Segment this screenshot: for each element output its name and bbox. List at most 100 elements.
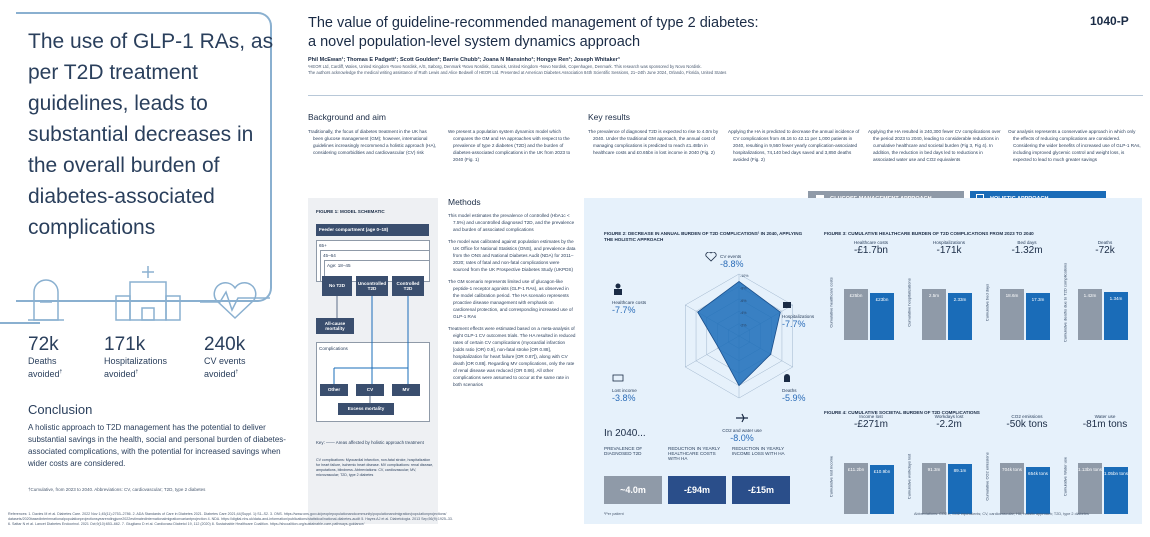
radar-ring-label: -4% xyxy=(740,311,747,315)
fig3-bar-gm: 18.6m xyxy=(1000,289,1024,340)
bullet: Applying the HA resulted in 240,300 fewe… xyxy=(868,129,1001,162)
fig4-bar-label: £11.2bn xyxy=(847,467,865,473)
fig1-notes: CV complications: Myocardial infarction,… xyxy=(316,458,434,477)
fig3-bar-label: 2.33m xyxy=(953,296,967,302)
stat-value: 72k xyxy=(28,334,59,355)
fig4-bar-label: 704k tons xyxy=(1002,467,1022,473)
fig3-bar-gm: £25bn xyxy=(844,289,868,340)
fig4-bar-label: 91.3m xyxy=(927,467,941,473)
poster-code: 1040-P xyxy=(1090,14,1129,28)
box-excess-mortality: Excess mortality xyxy=(338,403,394,415)
fig4-delta: -2.2m xyxy=(936,419,962,430)
fig3-name: Bed days xyxy=(1017,240,1037,245)
radar-label-healthcare: Healthcare costs -7.7% xyxy=(612,282,646,315)
fig3-bar-ha: 2.33m xyxy=(948,292,972,340)
fig3-header: Healthcare costs-£1.7bn xyxy=(844,240,898,256)
summary-value-prevalence: ~4.0m xyxy=(604,476,662,504)
fig3-bar-ha: 17.3m xyxy=(1026,292,1050,340)
bullet: The model was calibrated against populat… xyxy=(448,239,576,272)
fig4-bar-label: 1.05bn tons xyxy=(1104,470,1129,476)
fig3-header: Hospitalizations-171k xyxy=(922,240,976,256)
summary-label-prevalence: PREVALENCE OF DIAGNOSED T2D xyxy=(604,446,643,456)
feeder-box: Feeder compartment (age 0–18) xyxy=(316,224,429,236)
ref-line-3: 6. Sattar N et al. Lancet Diabetes Endoc… xyxy=(8,522,365,526)
background-title: Background and aim xyxy=(308,112,386,122)
stat-cv-events: 240k CV events avoided† xyxy=(204,334,264,380)
fig4-title: FIGURE 4: CUMULATIVE SOCIETAL BURDEN OF … xyxy=(824,410,980,415)
radar-label-cv: CV events -8.8% xyxy=(705,252,772,269)
fig3-ylabel: Cumulative bed days xyxy=(984,283,990,322)
airplane-icon xyxy=(736,413,748,423)
fig4-bar-label: £10.9bn xyxy=(873,468,891,474)
box-other: Other xyxy=(320,384,348,396)
results-col4: Our analysis represents a conservative a… xyxy=(1008,128,1142,168)
fig3-bar-label: 18.6m xyxy=(1005,293,1019,299)
fig3-delta: -1.32m xyxy=(1011,245,1043,256)
bullet: This model estimates the prevalence of c… xyxy=(448,213,575,232)
affiliations: ¹HEOR Ltd, Cardiff, Wales, United Kingdo… xyxy=(308,64,702,69)
fig4-header: Water use-81m tons xyxy=(1078,414,1132,430)
results-col3: Applying the HA resulted in 240,300 fewe… xyxy=(868,128,1002,168)
fig3-ylabel: Cumulative hospitalizations xyxy=(906,278,912,327)
summary-label-income: REDUCTION IN YEARLY INCOME LOSS WITH HA xyxy=(732,446,785,456)
fig4-header: Income lost-£271m xyxy=(844,414,898,430)
left-footnote: †Cumulative, from 2023 to 2040. Abbrevia… xyxy=(28,487,206,492)
headline-frame xyxy=(16,12,272,302)
fig4-bar-label: 89.1m xyxy=(953,468,967,474)
fig3-delta: -171k xyxy=(936,245,962,256)
authors: Phil McEwan¹; Thomas E Padgett¹; Scott G… xyxy=(308,57,620,63)
hospital-icon xyxy=(115,266,181,321)
methods-bullets: This model estimates the prevalence of c… xyxy=(448,212,576,393)
box-mv: MV xyxy=(392,384,420,396)
fig3-name: Healthcare costs xyxy=(853,240,889,245)
fig1-title: FIGURE 1: MODEL SCHEMATIC xyxy=(316,209,385,214)
box-cv: CV xyxy=(356,384,384,396)
fig1-panel: FIGURE 1: MODEL SCHEMATIC Feeder compart… xyxy=(308,198,438,524)
fig4-bar-label: 1.13bn tons xyxy=(1078,467,1103,473)
fig2-title: FIGURE 2: DECREASE IN ANNUAL BURDEN OF T… xyxy=(604,231,803,242)
fig4-header: Workdays lost-2.2m xyxy=(922,414,976,430)
radar-ring-label: -2% xyxy=(740,324,747,328)
ref-line-1: References: 1. Davies M et al. Diabetes … xyxy=(8,512,447,516)
results-col1: The prevalence of diagnosed T2D is expec… xyxy=(588,128,720,161)
fig4-ylabel: Cumulative lost income xyxy=(828,455,834,498)
bullet: Treatment effects were estimated based o… xyxy=(448,326,576,387)
gravestone-icon xyxy=(784,374,790,382)
stat-deaths: 72k Deaths avoided† xyxy=(28,334,73,380)
fig3-name: Hospitalizations xyxy=(932,240,966,245)
radar-ring-label: -10% xyxy=(740,274,749,278)
fig3-bar-ha: £23bn xyxy=(870,293,894,340)
radar-series-polygon xyxy=(697,280,781,387)
stat-label: Hospitalizations avoided† xyxy=(104,356,168,379)
fig3-bar-gm: 1.42m xyxy=(1078,289,1102,340)
radar-label-lost-income: Lost income -3.8% xyxy=(612,370,637,403)
fig3-bar-label: 17.3m xyxy=(1031,296,1045,302)
methods-title: Methods xyxy=(448,197,481,207)
fig3-bar-label: 1.34m xyxy=(1109,296,1123,302)
poster-title: The value of guideline-recommended manag… xyxy=(308,15,759,50)
summary-label-healthcare: REDUCTION IN YEARLY HEALTHCARE COSTS WIT… xyxy=(668,446,721,461)
fig4-name: Workdays lost xyxy=(934,414,964,419)
stat-label: Deaths avoided† xyxy=(28,356,63,379)
fig3-bar-label: 1.42m xyxy=(1083,293,1097,299)
fig4-bar-label: 654k tons xyxy=(1028,470,1048,476)
heart-ecg-icon xyxy=(705,252,717,262)
results-title: Key results xyxy=(588,112,631,122)
fig4-delta: -£271m xyxy=(854,419,888,430)
doctor-icon xyxy=(614,283,622,295)
stat-value: 240k xyxy=(204,334,246,355)
fig4-bar-ha: 89.1m xyxy=(948,464,972,514)
fig4-bar-gm: 704k tons xyxy=(1000,463,1024,514)
bullet: Our analysis represents a conservative a… xyxy=(1008,129,1141,162)
fig3-delta: -£1.7bn xyxy=(854,245,888,256)
fig4-name: Income lost xyxy=(859,414,883,419)
fig4-bar-ha: 654k tons xyxy=(1026,466,1050,514)
acknowledgement: The authors acknowledge the medical writ… xyxy=(308,70,727,75)
fig4-delta: -81m tons xyxy=(1082,419,1128,430)
left-panel: The use of GLP-1 RAs, as per T2D treatme… xyxy=(0,0,290,537)
